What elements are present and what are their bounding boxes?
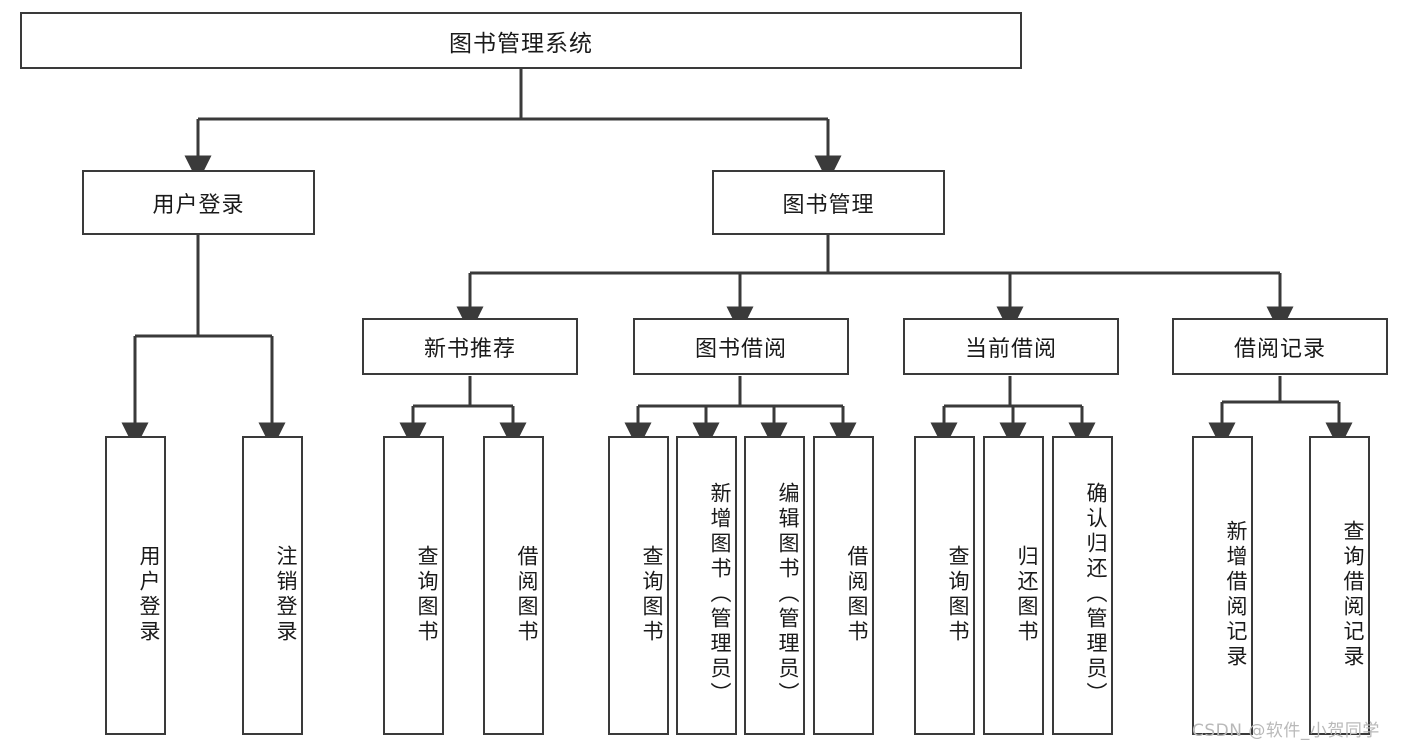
leaf-user-logout[interactable]: 注销登录 bbox=[242, 436, 303, 735]
leaf-edit-book-admin[interactable]: 编辑图书（管理员） bbox=[744, 436, 805, 735]
watermark: CSDN @软件_小贺同学 bbox=[1192, 721, 1380, 741]
node-book-management[interactable]: 图书管理 bbox=[712, 170, 945, 235]
node-book-borrow[interactable]: 图书借阅 bbox=[633, 318, 849, 375]
leaf-query-book-current[interactable]: 查询图书 bbox=[914, 436, 975, 735]
leaf-query-book-new[interactable]: 查询图书 bbox=[383, 436, 444, 735]
leaf-borrow-book-new[interactable]: 借阅图书 bbox=[483, 436, 544, 735]
node-root-book-management-system[interactable]: 图书管理系统 bbox=[20, 12, 1022, 69]
node-current-borrow[interactable]: 当前借阅 bbox=[903, 318, 1119, 375]
leaf-borrow-book[interactable]: 借阅图书 bbox=[813, 436, 874, 735]
leaf-add-book-admin[interactable]: 新增图书（管理员） bbox=[676, 436, 737, 735]
leaf-return-book[interactable]: 归还图书 bbox=[983, 436, 1044, 735]
node-new-book-recommend[interactable]: 新书推荐 bbox=[362, 318, 578, 375]
leaf-confirm-return-admin[interactable]: 确认归还（管理员） bbox=[1052, 436, 1113, 735]
leaf-query-book[interactable]: 查询图书 bbox=[608, 436, 669, 735]
leaf-user-login[interactable]: 用户登录 bbox=[105, 436, 166, 735]
leaf-query-borrow-record[interactable]: 查询借阅记录 bbox=[1309, 436, 1370, 735]
node-user-login[interactable]: 用户登录 bbox=[82, 170, 315, 235]
node-borrow-record[interactable]: 借阅记录 bbox=[1172, 318, 1388, 375]
leaf-add-borrow-record[interactable]: 新增借阅记录 bbox=[1192, 436, 1253, 735]
